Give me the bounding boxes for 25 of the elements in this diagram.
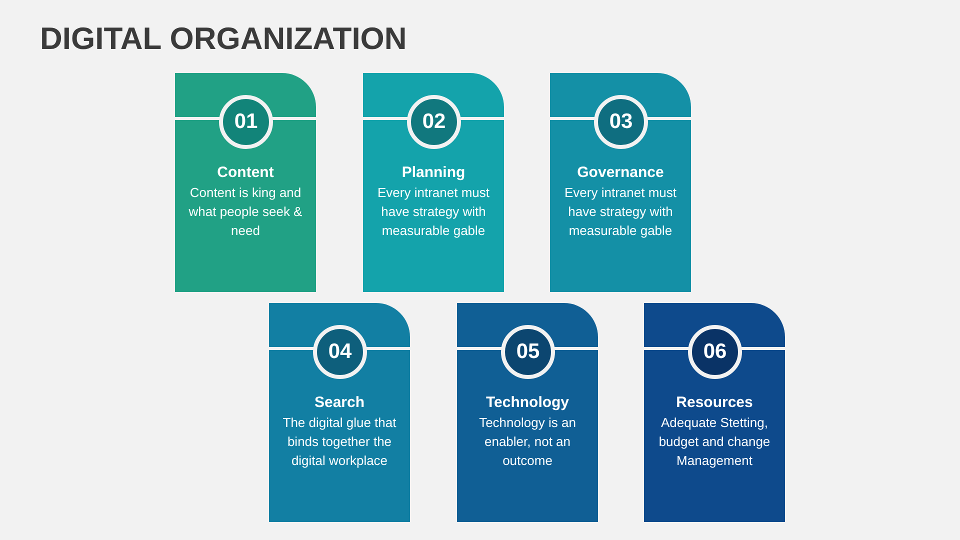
step-card <box>550 73 691 292</box>
step-number: 06 <box>703 339 727 366</box>
step-number: 05 <box>516 339 540 366</box>
card-description: Technology is an enabler, not an outcome <box>478 414 577 470</box>
card-description: The digital glue that binds together the digital workplace <box>282 414 398 470</box>
card-heading: Resources <box>676 393 753 413</box>
card-heading: Governance <box>577 163 664 183</box>
card-description: Content is king and what people seek & need <box>188 184 304 240</box>
card-description: Every intranet must have strategy with measurable gable <box>376 184 490 240</box>
card-heading: Planning <box>402 163 466 183</box>
step-card <box>269 303 410 522</box>
step-number: 01 <box>234 109 258 136</box>
step-card <box>457 303 598 522</box>
card-description: Every intranet must have strategy with measurable gable <box>564 184 678 240</box>
step-card <box>644 303 785 522</box>
step-number: 02 <box>422 109 446 136</box>
card-heading: Technology <box>486 393 570 413</box>
card-description: Adequate Stetting, budget and change Management <box>658 414 772 470</box>
title: DIGITAL ORGANIZATION <box>40 20 407 58</box>
step-number: 03 <box>609 109 633 136</box>
card-heading: Content <box>217 163 274 183</box>
step-card <box>175 73 316 292</box>
step-number: 04 <box>328 339 352 366</box>
step-card <box>363 73 504 292</box>
card-heading: Search <box>314 393 365 413</box>
